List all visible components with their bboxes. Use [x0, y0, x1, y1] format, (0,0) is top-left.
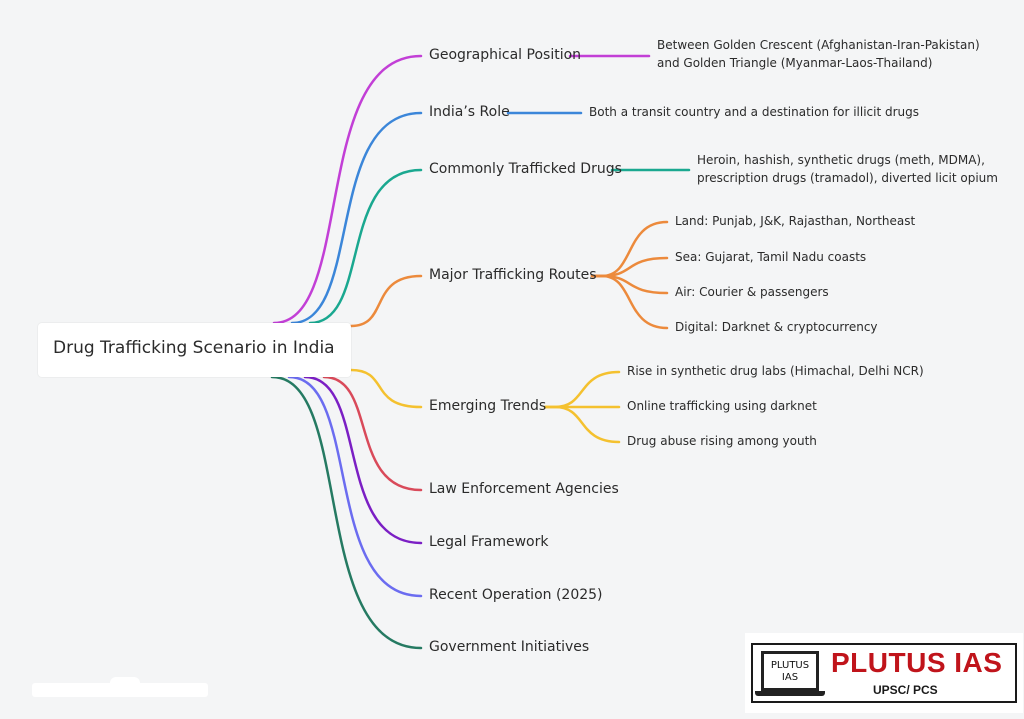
leaf-text-routes-3: Digital: Darknet & cryptocurrency	[675, 320, 878, 334]
brand-tagline: UPSC/ PCS	[873, 683, 938, 697]
leaf-text-trends-1: Online trafficking using darknet	[627, 399, 817, 413]
leaf-text-routes-1: Sea: Gujarat, Tamil Nadu coasts	[675, 250, 867, 264]
branch-connector-recent	[287, 375, 423, 598]
branch-connector-law	[322, 375, 423, 492]
branch-connector-legal	[303, 375, 423, 545]
leaf-text-drugs-0: Heroin, hashish, synthetic drugs (meth, …	[697, 153, 985, 167]
branch-connector-drugs	[308, 168, 423, 325]
leaf-text-geo-0: Between Golden Crescent (Afghanistan-Ira…	[657, 38, 980, 52]
branch-label-routes: Major Trafficking Routes	[429, 267, 597, 283]
branch-label-geo: Geographical Position	[429, 47, 582, 63]
leaf-connector-routes-3	[590, 274, 669, 330]
branch-label-law: Law Enforcement Agencies	[429, 481, 619, 497]
brand-name: PLUTUS IAS	[831, 647, 1003, 678]
branch-label-gov: Government Initiatives	[429, 639, 590, 655]
laptop-base-icon	[755, 691, 825, 696]
watermark-redaction-blob	[110, 677, 140, 689]
leaf-connector-trends-2	[543, 405, 621, 444]
root-title: Drug Trafficking Scenario in India	[53, 338, 335, 358]
branch-connector-trends	[349, 368, 423, 409]
monitor-icon: PLUTUS IAS	[761, 651, 819, 691]
branch-label-role: India’s Role	[429, 104, 510, 120]
branch-label-drugs: Commonly Trafficked Drugs	[429, 161, 622, 177]
root-node	[38, 323, 351, 377]
branch-label-recent: Recent Operation (2025)	[429, 587, 603, 603]
monitor-text-line1: PLUTUS	[770, 660, 810, 671]
leaf-text-role-0: Both a transit country and a destination…	[589, 105, 920, 119]
branch-connector-gov	[270, 375, 423, 650]
leaf-connector-trends-0	[543, 370, 621, 409]
branch-label-legal: Legal Framework	[429, 534, 549, 550]
leaf-text-geo-1: and Golden Triangle (Myanmar-Laos-Thaila…	[657, 56, 933, 70]
branch-connector-geo	[272, 54, 423, 325]
leaf-text-trends-2: Drug abuse rising among youth	[627, 434, 817, 448]
leaf-text-trends-0: Rise in synthetic drug labs (Himachal, D…	[627, 364, 924, 378]
monitor-text-line2: IAS	[781, 672, 799, 683]
branch-label-trends: Emerging Trends	[429, 398, 547, 414]
leaf-text-drugs-1: prescription drugs (tramadol), diverted …	[697, 171, 998, 185]
brand-logo-frame: PLUTUS IAS PLUTUS IAS UPSC/ PCS	[751, 643, 1017, 703]
leaf-connector-routes-2	[590, 274, 669, 295]
brand-logo: PLUTUS IAS PLUTUS IAS UPSC/ PCS	[745, 633, 1023, 713]
branch-connector-routes	[349, 274, 423, 328]
branch-connector-role	[290, 111, 423, 325]
watermark-redaction	[32, 683, 208, 697]
leaf-text-routes-2: Air: Courier & passengers	[675, 285, 829, 299]
leaf-text-routes-0: Land: Punjab, J&K, Rajasthan, Northeast	[675, 214, 916, 228]
leaf-connector-routes-1	[590, 256, 669, 278]
